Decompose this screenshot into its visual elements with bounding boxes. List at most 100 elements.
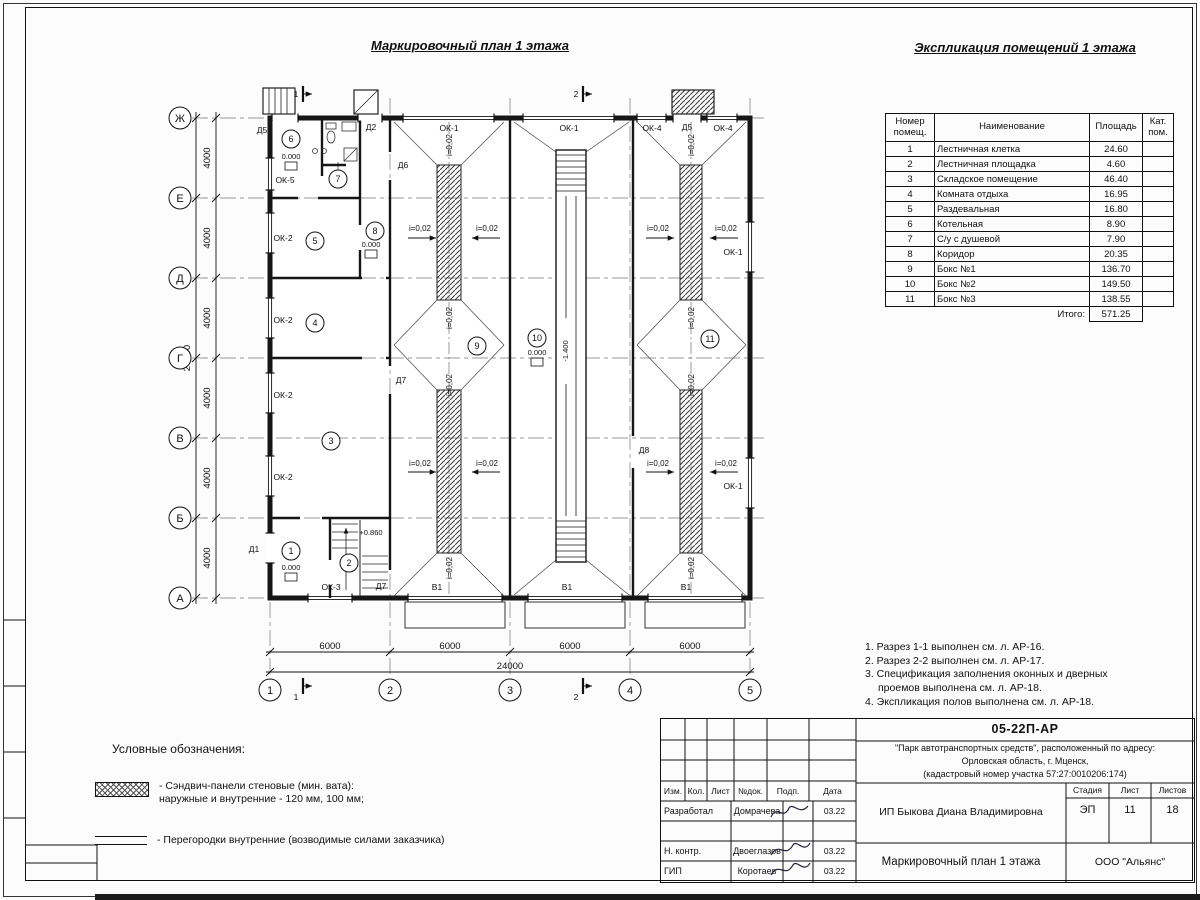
- svg-text:Д7: Д7: [396, 375, 407, 385]
- sheets-total: 18: [1166, 804, 1179, 816]
- ncontrol-date: 03.22: [823, 846, 846, 856]
- signature-developer: [770, 805, 809, 818]
- svg-text:ОК-3: ОК-3: [321, 582, 340, 592]
- svg-text:4000: 4000: [202, 227, 213, 248]
- partition-swatch: [95, 836, 147, 846]
- svg-text:ОК-2: ОК-2: [273, 315, 292, 325]
- cell: [1142, 276, 1174, 292]
- svg-text:i=0,02: i=0,02: [445, 556, 454, 579]
- svg-text:i=0,02: i=0,02: [409, 224, 432, 233]
- explication-table: Номер помещ. Наименование Площадь Кат. п…: [885, 113, 1174, 322]
- role-developer: Разработал: [664, 806, 713, 816]
- project-address: Орловская область, г. Мценск,: [961, 756, 1089, 766]
- opening-tags: ОК-1 ОК-1 ОК-1 ОК-1 ОК-4 ОК-4 Д5 Д5 Д2 О…: [249, 122, 743, 592]
- cell: 6: [885, 216, 935, 232]
- svg-text:5: 5: [747, 685, 753, 697]
- svg-text:24000: 24000: [497, 661, 523, 672]
- cell: Лестничная клетка: [934, 141, 1090, 157]
- cell: [1142, 261, 1174, 277]
- svg-text:9: 9: [474, 341, 479, 351]
- note-item: 3. Спецификация заполнения оконных и две…: [865, 668, 1108, 694]
- exterior-walls: [267, 115, 753, 601]
- dimension-lines: [191, 112, 755, 677]
- title-block: 05-22П-АР "Парк автотранспортных средств…: [660, 718, 1195, 883]
- cell: Котельная: [934, 216, 1090, 232]
- svg-text:1: 1: [294, 692, 299, 702]
- svg-text:2: 2: [387, 685, 393, 697]
- svg-text:Е: Е: [176, 193, 183, 205]
- legend-item-sandwich-panels: - Сэндвич-панели стеновые (мин. вата): н…: [95, 780, 475, 806]
- cell: 8.90: [1089, 216, 1143, 232]
- table-header-row: Номер помещ. Наименование Площадь Кат. п…: [885, 113, 1174, 142]
- ncontrol-name: Двоеглазов: [733, 846, 781, 856]
- sanitary-fixtures: [312, 121, 358, 162]
- svg-text:1: 1: [294, 89, 299, 99]
- svg-text:0.000: 0.000: [282, 563, 301, 572]
- svg-text:i=0,02: i=0,02: [476, 459, 499, 468]
- svg-text:i=0,02: i=0,02: [687, 306, 696, 329]
- svg-text:i=0,02: i=0,02: [445, 373, 454, 396]
- inspection-pit: [555, 149, 587, 563]
- svg-text:В1: В1: [681, 582, 692, 592]
- svg-text:4000: 4000: [202, 147, 213, 168]
- cell: 2: [885, 156, 935, 172]
- svg-text:ОК-2: ОК-2: [273, 472, 292, 482]
- col-header-area: Площадь: [1089, 113, 1143, 142]
- table-total-row: Итого: 571.25: [886, 306, 1174, 322]
- cell: 4.60: [1089, 156, 1143, 172]
- axis-labels: Ж Е Д Г В Б А 1 2 3 4 5: [175, 113, 753, 697]
- svg-text:ОК-1: ОК-1: [559, 123, 578, 133]
- svg-text:Д7: Д7: [376, 581, 387, 591]
- svg-text:ОК-4: ОК-4: [642, 123, 661, 133]
- note-item: 1. Разрез 1-1 выполнен см. л. АР-16.: [865, 641, 1045, 653]
- sheet-label: Лист: [1120, 785, 1140, 795]
- cell: Комната отдыха: [934, 186, 1090, 202]
- doc-number: 05-22П-АР: [991, 722, 1059, 736]
- plan-title: Маркировочный план 1 этажа: [371, 38, 569, 53]
- sheet-inner-frame: [25, 7, 1193, 881]
- signatures: [770, 805, 811, 876]
- cell: 136.70: [1089, 261, 1143, 277]
- cell: 24.60: [1089, 141, 1143, 157]
- note-item: 4. Экспликация полов выполнена см. л. АР…: [865, 695, 1094, 708]
- legend-item-text: - Сэндвич-панели стеновые (мин. вата): н…: [159, 780, 364, 806]
- cell: 8: [885, 246, 935, 262]
- entrance-vestibule: [671, 89, 715, 115]
- svg-text:11: 11: [705, 334, 714, 344]
- cell: [886, 307, 935, 322]
- svg-text:4: 4: [312, 318, 317, 328]
- svg-text:6: 6: [288, 134, 293, 144]
- gate-aprons: [404, 601, 746, 629]
- cell: 138.55: [1089, 291, 1143, 307]
- windows: [267, 115, 753, 601]
- developer-name: Домрачева: [733, 806, 781, 816]
- staircase: [332, 520, 388, 596]
- client-name: ИП Быкова Диана Владимировна: [879, 806, 1043, 819]
- svg-text:4000: 4000: [202, 547, 213, 568]
- hatch-swatch: [95, 782, 149, 797]
- project-cadastre: (кадастровый номер участка 57:27:0010206…: [923, 769, 1127, 779]
- svg-text:Д8: Д8: [639, 445, 650, 455]
- cell: 7.90: [1089, 231, 1143, 247]
- cell: Раздевальная: [934, 201, 1090, 217]
- svg-text:Б: Б: [176, 513, 183, 525]
- company-name: ООО "Альянс": [1094, 855, 1166, 868]
- svg-text:6000: 6000: [559, 641, 580, 652]
- cell: Бокс №1: [934, 261, 1090, 277]
- stage-value: ЭП: [1079, 804, 1096, 816]
- frame-margin-cells: [4, 619, 98, 881]
- wall-openings: [265, 113, 755, 603]
- scan-artifact-bar: [95, 894, 1200, 900]
- cell: 3: [885, 171, 935, 187]
- cell: [1142, 171, 1174, 187]
- col-kol: Кол.: [687, 786, 705, 796]
- cell: 149.50: [1089, 276, 1143, 292]
- svg-text:ОК-1: ОК-1: [439, 123, 458, 133]
- entrance-porch: [353, 89, 379, 115]
